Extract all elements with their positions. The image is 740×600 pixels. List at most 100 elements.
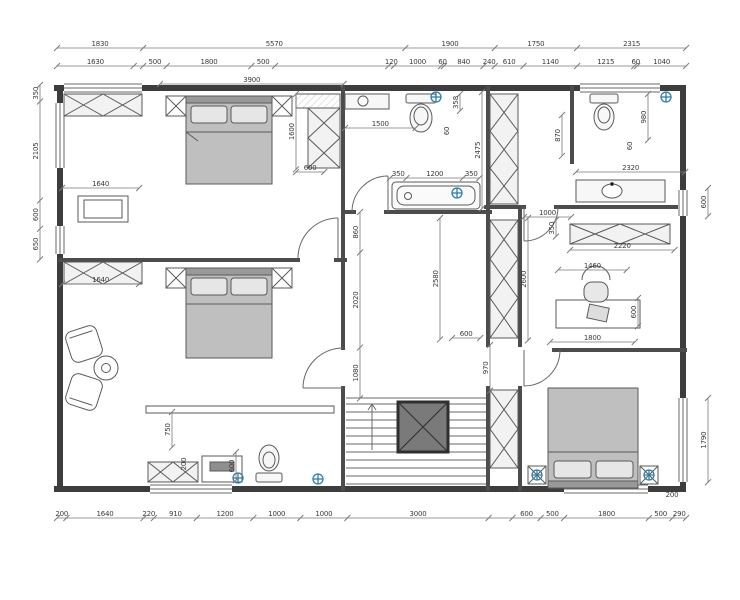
- dim-label: 1500: [372, 120, 389, 128]
- dim-line: [271, 62, 279, 70]
- interior-walls: [58, 86, 687, 491]
- dim-chain-ward-2475: 2475: [474, 88, 486, 212]
- dim-label: 1790: [700, 432, 708, 449]
- washbasin: [357, 95, 369, 107]
- dim-label: 1000: [539, 209, 556, 217]
- dim-line: [524, 214, 532, 222]
- dim-label: 910: [169, 510, 182, 518]
- doors: [297, 175, 561, 389]
- dim-chain-cab-1640-a: 1640: [58, 180, 143, 192]
- nightstand: [271, 267, 293, 289]
- pillow: [190, 277, 228, 296]
- nightstand: [165, 95, 187, 117]
- wardrobe: [489, 219, 519, 339]
- dim-line: [552, 216, 560, 224]
- dim-line: [232, 448, 240, 456]
- dim-line: [344, 514, 351, 522]
- wardrobe: [63, 93, 143, 117]
- dim-label: 1040: [653, 58, 670, 66]
- dim-label: 1600: [288, 123, 296, 140]
- dim-label: 750: [164, 423, 172, 436]
- staircase: [346, 397, 486, 485]
- headboard: [185, 95, 273, 104]
- dim-line: [456, 90, 464, 98]
- dim-line: [520, 62, 527, 70]
- wardrobe: [63, 261, 143, 285]
- floor-drain-icon: [643, 469, 655, 481]
- pillow: [190, 105, 228, 124]
- dim-label: 1080: [352, 364, 360, 381]
- dim-line: [573, 44, 581, 52]
- dim-line: [53, 514, 61, 522]
- dim-line: [681, 168, 689, 176]
- dim-line: [168, 408, 176, 416]
- dim-label: 350: [32, 87, 40, 100]
- dim-label: 1830: [92, 40, 109, 48]
- dim-line: [292, 168, 300, 176]
- dim-line: [478, 88, 486, 96]
- wardrobe: [489, 389, 519, 469]
- dim-line: [476, 174, 483, 182]
- dim-line: [150, 514, 158, 522]
- dim-chain-cab-1640-b: 1640: [58, 276, 143, 288]
- dim-line: [671, 246, 678, 254]
- bed-bedroom2: [185, 267, 273, 359]
- pillow: [553, 460, 592, 479]
- elevator: [396, 400, 450, 454]
- dim-line: [669, 514, 676, 522]
- dim-label: 200: [666, 491, 679, 499]
- dim-line: [682, 44, 690, 52]
- dim-line: [644, 136, 652, 144]
- dim-line: [437, 62, 445, 70]
- window: [678, 190, 688, 216]
- toilet: [405, 93, 437, 133]
- bathroom-counter: [344, 93, 390, 110]
- dim-label: 1000: [268, 510, 285, 518]
- dim-label: 870: [554, 129, 562, 142]
- dim-line: [53, 62, 61, 70]
- dim-line: [296, 514, 304, 522]
- dim-chain-d750: 750: [164, 408, 176, 451]
- dim-line: [340, 80, 347, 88]
- armchair: [65, 325, 103, 363]
- door-swing: [297, 217, 339, 259]
- dim-label: 600: [304, 164, 317, 172]
- dim-line: [356, 395, 364, 402]
- dim-label: 600: [700, 196, 708, 209]
- dim-label: 120: [385, 58, 398, 66]
- window: [55, 226, 65, 254]
- dim-line: [623, 266, 631, 274]
- dim-line: [476, 334, 484, 342]
- door-swing: [302, 347, 344, 389]
- dim-chain-right-600: 600: [700, 184, 712, 220]
- dim-line: [356, 208, 364, 216]
- dim-line: [440, 62, 448, 70]
- dim-line: [704, 184, 712, 192]
- dim-line: [168, 443, 176, 451]
- dim-line: [566, 246, 574, 254]
- dim-label: 860: [352, 226, 360, 239]
- dim-line: [567, 213, 575, 221]
- nightstand: [165, 267, 187, 289]
- dim-chain-cab-2320: 2320: [572, 164, 689, 176]
- dresser: [77, 195, 129, 223]
- dim-label: 500: [546, 510, 559, 518]
- washbasin: [601, 183, 623, 199]
- dim-label: 650: [32, 238, 40, 251]
- dim-line: [546, 338, 554, 346]
- tv-cabinet: [147, 461, 199, 483]
- dim-chain-d2580: 2580: [432, 214, 444, 343]
- dim-line: [634, 322, 642, 330]
- dim-label: 200: [180, 458, 188, 471]
- dim-chain-cab-2220: 2220: [566, 242, 678, 254]
- dim-label: 60: [626, 142, 634, 151]
- dim-line: [486, 387, 494, 395]
- dim-label: 1000: [409, 58, 426, 66]
- dim-label: 1900: [442, 40, 459, 48]
- dim-line: [53, 44, 61, 52]
